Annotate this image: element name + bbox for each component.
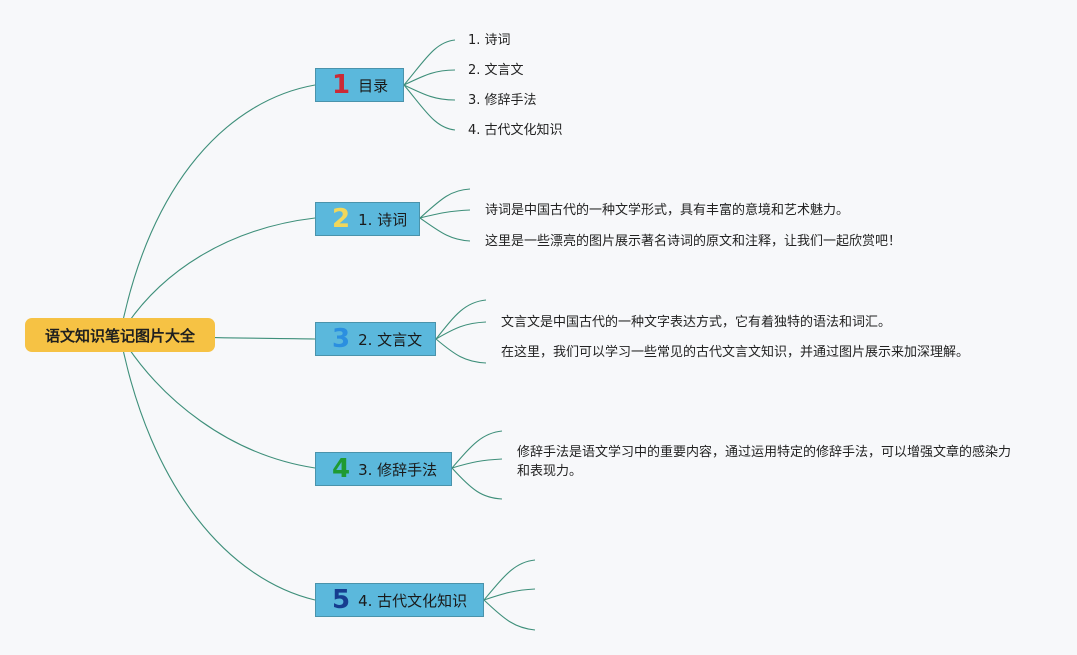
branch-label: 2. 文言文 (358, 330, 423, 349)
branch-toc[interactable]: 1 目录 (315, 68, 404, 102)
number-5-icon: 5 (332, 585, 351, 615)
toc-item[interactable]: 3. 修辞手法 (468, 93, 537, 108)
branch-ancient-culture[interactable]: 5 4. 古代文化知识 (315, 583, 484, 617)
branch-poetry[interactable]: 2 1. 诗词 (315, 202, 420, 236)
toc-item[interactable]: 1. 诗词 (468, 33, 511, 48)
branch-label: 目录 (358, 76, 389, 95)
branch-rhetoric[interactable]: 4 3. 修辞手法 (315, 452, 452, 486)
toc-item[interactable]: 2. 文言文 (468, 63, 524, 78)
toc-item[interactable]: 4. 古代文化知识 (468, 123, 563, 138)
poetry-note[interactable]: 诗词是中国古代的一种文学形式，具有丰富的意境和艺术魅力。 (485, 203, 850, 218)
rhetoric-note[interactable]: 修辞手法是语文学习中的重要内容，通过运用特定的修辞手法，可以增强文章的感染力和表… (517, 445, 1012, 479)
branch-classical-chinese[interactable]: 3 2. 文言文 (315, 322, 436, 356)
poetry-note[interactable]: 这里是一些漂亮的图片展示著名诗词的原文和注释，让我们一起欣赏吧！ (485, 234, 902, 249)
root-topic-label: 语文知识笔记图片大全 (44, 326, 195, 345)
number-4-icon: 4 (332, 454, 351, 484)
classical-note[interactable]: 文言文是中国古代的一种文字表达方式，它有着独特的语法和词汇。 (501, 315, 892, 330)
branch-label: 1. 诗词 (358, 210, 408, 229)
classical-note[interactable]: 在这里，我们可以学习一些常见的古代文言文知识，并通过图片展示来加深理解。 (501, 345, 970, 360)
number-1-icon: 1 (332, 70, 351, 100)
branch-label: 4. 古代文化知识 (358, 591, 468, 610)
number-2-icon: 2 (332, 204, 351, 234)
number-3-icon: 3 (332, 324, 351, 354)
root-topic[interactable]: 语文知识笔记图片大全 (25, 318, 215, 352)
branch-label: 3. 修辞手法 (358, 460, 438, 479)
